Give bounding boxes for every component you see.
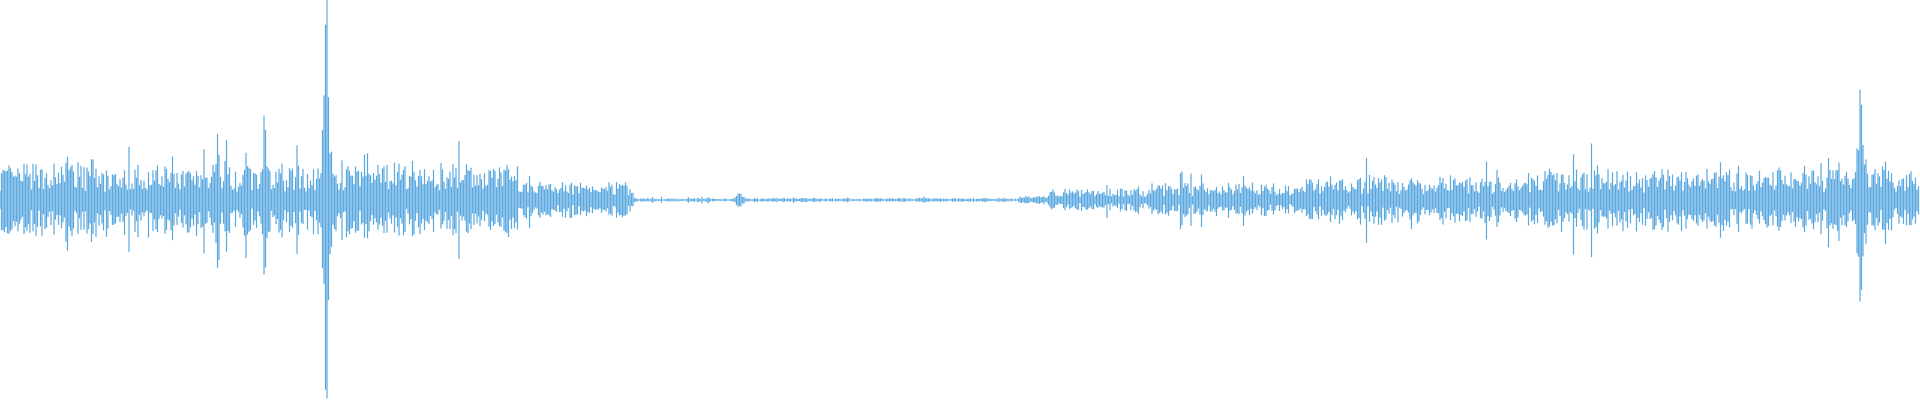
audio-waveform[interactable] bbox=[0, 0, 1920, 400]
waveform-trace bbox=[0, 0, 1920, 399]
waveform-bars bbox=[0, 0, 1920, 399]
waveform-panel[interactable] bbox=[0, 0, 1920, 400]
